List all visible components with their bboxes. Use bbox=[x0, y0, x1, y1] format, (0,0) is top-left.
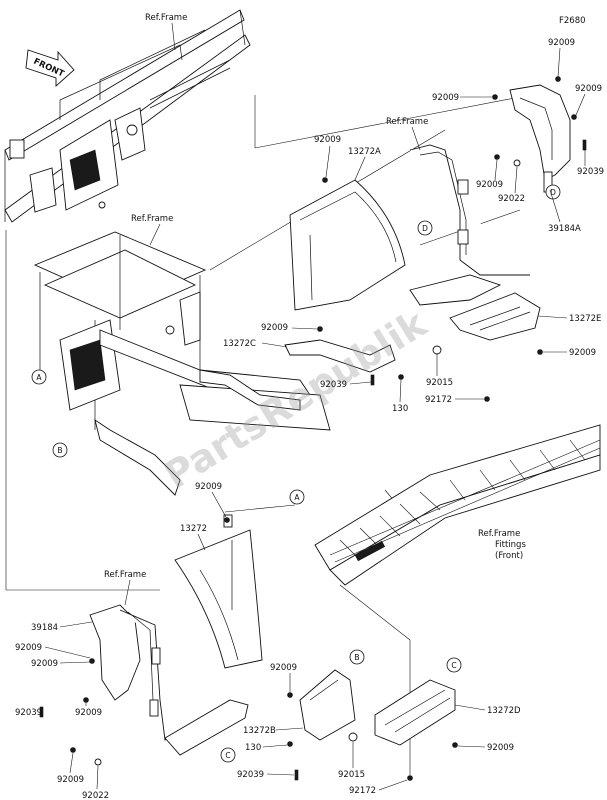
label-ref-frame-fittings-2: Fittings bbox=[495, 540, 526, 550]
label-13272D: 13272D bbox=[487, 706, 521, 716]
label-13272E: 13272E bbox=[569, 314, 601, 324]
label-92009-d: 92009 bbox=[487, 743, 514, 753]
svg-text:A: A bbox=[294, 493, 300, 502]
label-92009-l1: 92009 bbox=[15, 643, 42, 653]
label-ref-frame-fittings-3: (Front) bbox=[495, 551, 523, 561]
label-13272A: 13272A bbox=[348, 147, 381, 157]
label-92015-c: 92015 bbox=[426, 378, 453, 388]
label-92009-l2: 92009 bbox=[31, 659, 58, 669]
label-92009-tr1: 92009 bbox=[548, 38, 575, 48]
svg-text:C: C bbox=[225, 751, 230, 760]
panel-39184A bbox=[509, 84, 571, 193]
label-92015-b: 92015 bbox=[338, 770, 365, 780]
callout-D-right: D bbox=[545, 184, 561, 200]
label-39184A: 39184A bbox=[548, 224, 581, 234]
callout-D-upper: D bbox=[417, 220, 433, 236]
label-13272B: 13272B bbox=[243, 726, 276, 736]
label-92022-tr: 92022 bbox=[498, 194, 525, 204]
label-ref-frame-right: Ref.Frame bbox=[386, 117, 428, 127]
part-labels: F2680 Ref.Frame Ref.Frame Ref.Frame Ref.… bbox=[15, 13, 604, 800]
callout-B-upper: B bbox=[52, 442, 68, 458]
label-130-b: 130 bbox=[245, 743, 261, 753]
label-92009-tr4: 92009 bbox=[476, 180, 503, 190]
front-arrow: FRONT bbox=[25, 49, 75, 88]
right-frame bbox=[409, 144, 530, 306]
label-92009-l3: 92009 bbox=[75, 708, 102, 718]
fasteners bbox=[39, 76, 587, 781]
svg-text:B: B bbox=[57, 446, 62, 455]
label-92039-tr: 92039 bbox=[577, 167, 604, 177]
label-130-c: 130 bbox=[392, 404, 408, 414]
main-frame bbox=[33, 231, 331, 496]
callout-C-lower: C bbox=[446, 657, 462, 673]
label-92172-b: 92172 bbox=[349, 786, 376, 796]
svg-text:D: D bbox=[550, 188, 556, 197]
label-13272C: 13272C bbox=[223, 339, 256, 349]
panel-13272E bbox=[432, 292, 541, 355]
label-ref-frame-mid: Ref.Frame bbox=[131, 214, 173, 224]
callout-A-upper: A bbox=[31, 369, 47, 385]
label-92009-tr3: 92009 bbox=[575, 84, 602, 94]
label-92009-front: 92009 bbox=[195, 482, 222, 492]
label-92009-tr2: 92009 bbox=[432, 93, 459, 103]
label-92009-l4: 92009 bbox=[57, 775, 84, 785]
fender-13272 bbox=[174, 514, 263, 669]
label-ref-frame-fittings-1: Ref.Frame bbox=[478, 529, 520, 539]
panel-13272A bbox=[289, 179, 406, 311]
callout-A-lower: A bbox=[289, 489, 305, 505]
top-frame bbox=[4, 9, 251, 223]
panel-13272B bbox=[299, 669, 358, 742]
svg-text:D: D bbox=[422, 224, 428, 233]
label-39184: 39184 bbox=[31, 623, 58, 633]
label-92039-b: 92039 bbox=[237, 770, 264, 780]
label-ref-frame-left: Ref.Frame bbox=[104, 570, 146, 580]
label-92022-l: 92022 bbox=[82, 791, 109, 800]
label-92009-e: 92009 bbox=[569, 348, 596, 358]
label-92172-c: 92172 bbox=[425, 395, 452, 405]
label-92039-c: 92039 bbox=[320, 380, 347, 390]
label-ref-frame-top: Ref.Frame bbox=[145, 13, 187, 23]
panel-13272D bbox=[374, 679, 456, 746]
callout-B-lower: B bbox=[349, 649, 365, 665]
label-92039-l: 92039 bbox=[15, 708, 42, 718]
diagram-code: F2680 bbox=[559, 16, 586, 26]
svg-text:B: B bbox=[354, 653, 359, 662]
floor-mesh bbox=[314, 424, 601, 586]
lower-left-frame bbox=[89, 604, 249, 766]
svg-text:A: A bbox=[36, 373, 42, 382]
label-92009-b: 92009 bbox=[270, 663, 297, 673]
panel-13272C bbox=[284, 339, 396, 373]
svg-text:C: C bbox=[451, 661, 456, 670]
callout-C-left: C bbox=[220, 747, 236, 763]
label-92009-c: 92009 bbox=[261, 323, 288, 333]
label-92009-up: 92009 bbox=[314, 135, 341, 145]
label-13272: 13272 bbox=[180, 524, 207, 534]
